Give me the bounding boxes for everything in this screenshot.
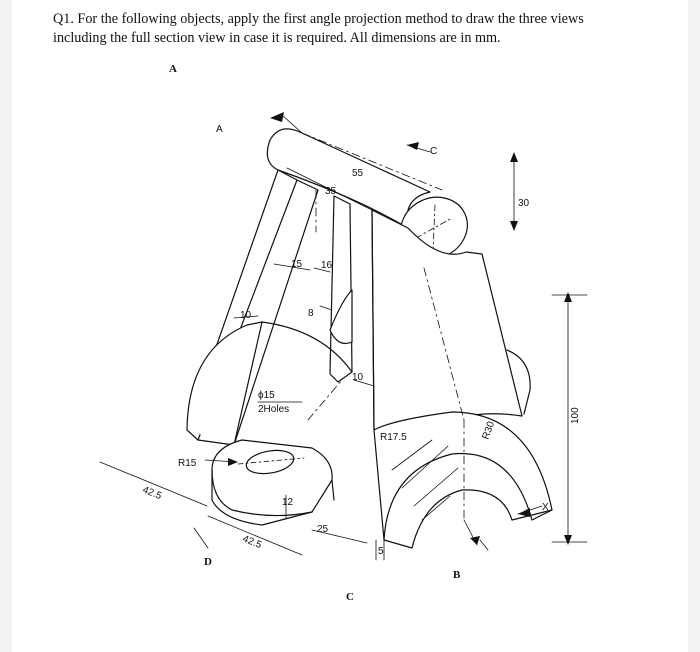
dim-25: 25 <box>317 524 329 535</box>
dim-100: 100 <box>570 407 581 424</box>
dimension-texts: A C X 55 35 30 15 16 10 8 10 ϕ15 2Holes … <box>141 124 581 557</box>
left-lug <box>211 439 335 526</box>
dim-42-5-bottom: 42.5 <box>241 534 264 552</box>
dim-35: 35 <box>325 186 337 197</box>
question-line-1: Q1. For the following objects, apply the… <box>53 11 584 27</box>
middle-rib <box>329 195 353 383</box>
dim-r15: R15 <box>178 458 197 469</box>
question-line-2: including the full section view in case … <box>53 30 501 46</box>
view-labels: A B C D <box>169 63 461 603</box>
dim-8: 8 <box>308 308 314 319</box>
dim-30: 30 <box>518 198 530 209</box>
dim-16: 16 <box>321 260 333 271</box>
arrow-heads <box>228 112 572 545</box>
hole-diameter: ϕ15 <box>258 390 275 401</box>
arrow-a-label: A <box>216 124 223 135</box>
dim-10-left: 10 <box>240 310 252 321</box>
dim-r17-5: R17.5 <box>380 432 407 443</box>
dim-12: 12 <box>282 497 294 508</box>
arrow-x-label: X <box>542 502 549 513</box>
dim-55: 55 <box>352 168 364 179</box>
dim-10-right: 10 <box>352 372 364 383</box>
arch-base <box>186 321 553 549</box>
view-label-b: B <box>453 569 461 581</box>
centre-lines <box>301 132 465 521</box>
view-label-c: C <box>346 591 354 603</box>
view-label-a: A <box>169 63 177 75</box>
arrow-c-label: C <box>430 146 437 157</box>
dim-15: 15 <box>291 259 303 270</box>
hole-count: 2Holes <box>258 404 289 415</box>
isometric-drawing: A C X 55 35 30 15 16 10 8 10 ϕ15 2Holes … <box>99 63 588 603</box>
page: Q1. For the following objects, apply the… <box>12 0 688 652</box>
dim-42-5-left: 42.5 <box>141 485 164 503</box>
view-label-d: D <box>204 556 212 568</box>
dim-5: 5 <box>378 546 384 557</box>
question-text: Q1. For the following objects, apply the… <box>53 10 653 48</box>
